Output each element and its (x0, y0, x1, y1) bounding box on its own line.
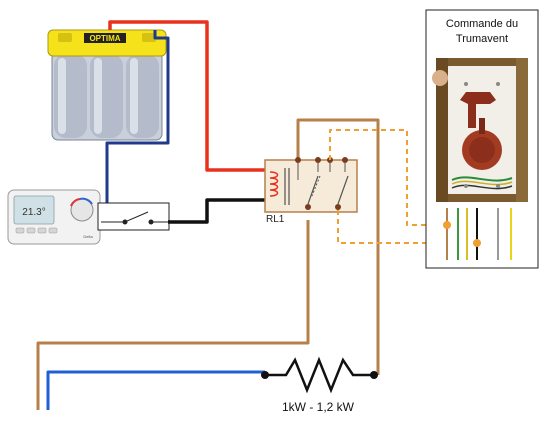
trumavent-title-line2: Trumavent (456, 33, 508, 45)
brown-wire-bottom (36, 220, 310, 410)
battery-brand-label: OPTIMA (89, 34, 120, 43)
trumavent-title-line1: Commande du (446, 18, 518, 30)
thermostat-switch (97, 202, 170, 231)
heater-resistor: 1kW - 1,2 kW (261, 356, 378, 414)
relay-label: RL1 (266, 214, 285, 225)
battery-icon: OPTIMA (47, 29, 167, 141)
thermostat-display: 21.3° (22, 207, 45, 218)
heater-label: 1kW - 1,2 kW (282, 400, 355, 414)
orange-dashed-wire-lower (337, 210, 477, 244)
trumavent-panel: Commande du Trumavent (425, 9, 539, 269)
thermostat-icon: 21.3° Delta (7, 189, 101, 245)
bright-blue-wire (46, 370, 265, 410)
orange-dashed-wire-upper (329, 129, 447, 226)
trumavent-controller-photo (432, 58, 528, 202)
relay-rl1: RL1 (264, 157, 358, 225)
thermostat-brand-label: Delta (83, 234, 93, 239)
brown-wire-top (296, 118, 380, 375)
red-wire (108, 20, 265, 172)
black-wire (168, 198, 265, 224)
dark-blue-wire (105, 30, 170, 203)
